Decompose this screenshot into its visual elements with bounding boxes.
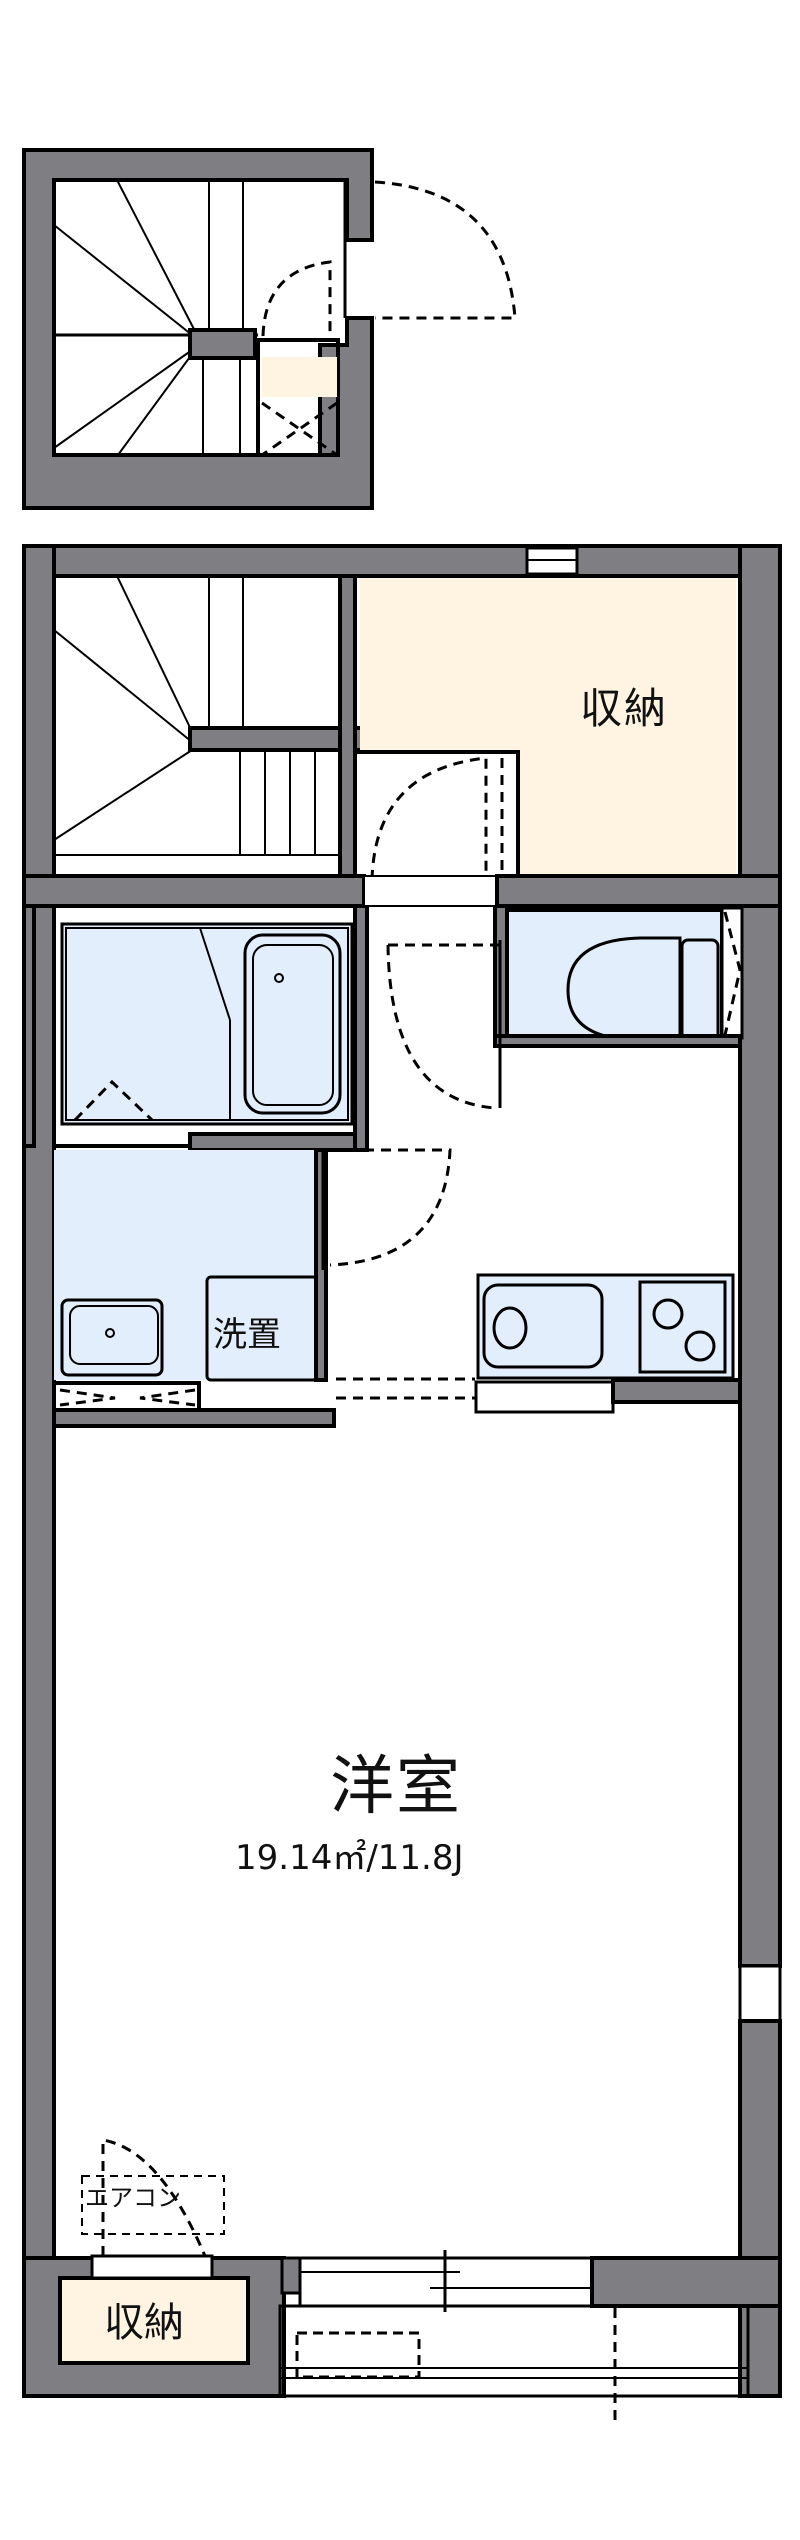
spiral-stair-icon (53, 179, 258, 456)
main-floor (22, 544, 782, 2420)
upper-floor (22, 148, 517, 510)
western-room-area: 19.14㎡/11.8J (235, 1838, 464, 1878)
washer-space-label: 洗置 (213, 1315, 281, 1355)
storage-lower-label: 収納 (104, 2300, 184, 2346)
western-room-name: 洋室 (330, 1750, 462, 1824)
storage-upper-label: 収納 (580, 684, 669, 733)
aircon-label: エアコン (85, 2184, 181, 2212)
